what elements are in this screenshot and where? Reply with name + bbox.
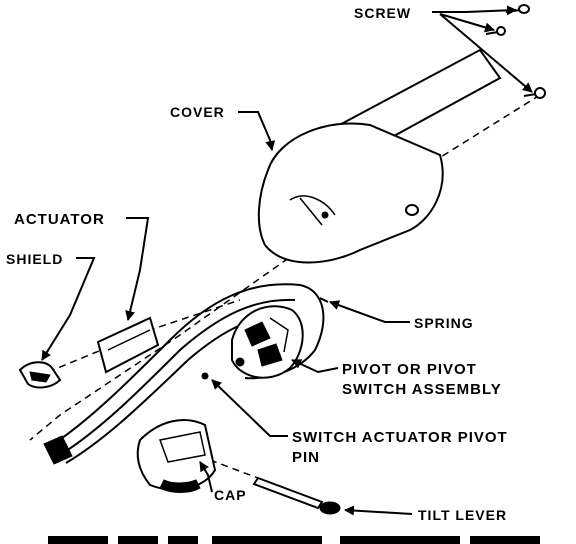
label-cover: COVER (170, 104, 225, 120)
label-cap: CAP (214, 487, 247, 503)
cover-part (257, 122, 444, 264)
label-actuator: ACTUATOR (14, 211, 105, 228)
label-pin-line1: SWITCH ACTUATOR PIVOT (292, 429, 508, 446)
shield-part (18, 361, 62, 389)
leader-actuator (125, 217, 150, 321)
switch-band (51, 283, 325, 446)
label-shield: SHIELD (6, 251, 63, 267)
label-tilt-lever: TILT LEVER (418, 507, 507, 523)
pivot-pin (201, 372, 209, 380)
leader-pivot-pin (211, 379, 288, 437)
screw-middle (485, 26, 506, 36)
leader-shield (41, 257, 96, 361)
leader-screw-2 (439, 13, 495, 33)
leader-cover (238, 111, 276, 151)
tilt-lever-centerline (209, 459, 291, 491)
actuator-part (96, 316, 160, 374)
screw-top (505, 4, 530, 14)
leader-pivot-assembly (291, 359, 339, 374)
leader-cap (199, 461, 213, 493)
label-spring: SPRING (414, 315, 474, 331)
label-pivot-line1: PIVOT OR PIVOT (342, 361, 477, 378)
label-pin-line2: PIN (292, 449, 320, 466)
pivot-switch-assembly (231, 305, 304, 379)
leader-tilt-lever (344, 505, 413, 516)
leader-spring (329, 300, 410, 323)
band-end (43, 435, 73, 465)
cropped-caption (48, 536, 540, 544)
spring-part (319, 297, 329, 303)
label-pivot-line2: SWITCH ASSEMBLY (342, 381, 502, 398)
screw-bottom (523, 87, 546, 99)
leader-screw-1 (432, 5, 517, 16)
leader-screw-3 (439, 13, 533, 93)
cap-part (136, 419, 217, 493)
label-screw: SCREW (354, 5, 411, 21)
tilt-lever-part (252, 476, 341, 515)
